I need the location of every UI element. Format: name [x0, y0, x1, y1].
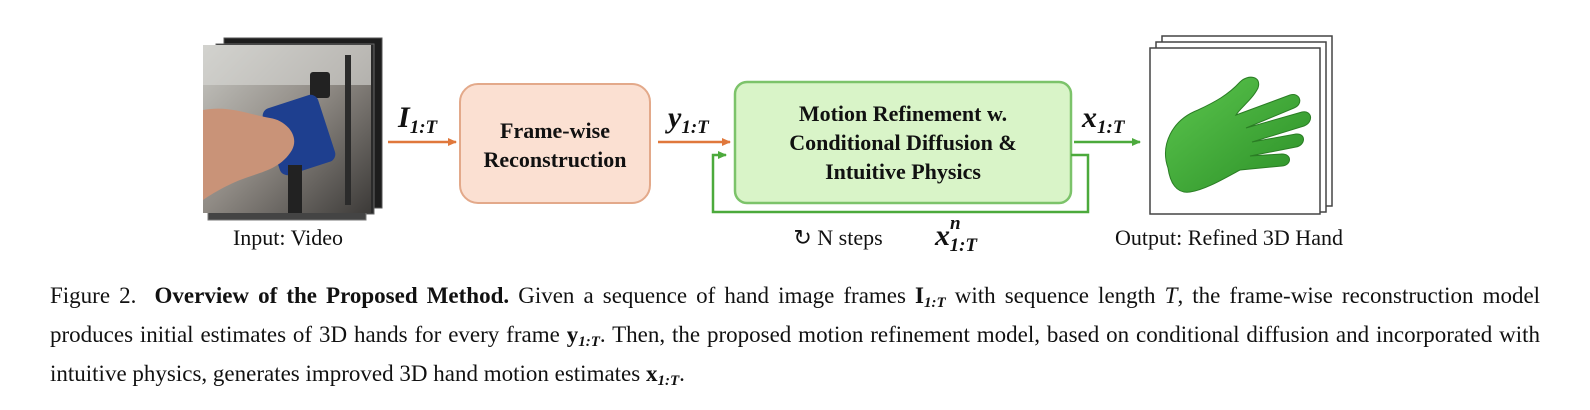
edge-label-recon: y1:T: [665, 101, 710, 138]
method-diagram: Input: Video I1:T Frame-wise Reconstruct…: [203, 35, 1343, 256]
output-label: Output: Refined 3D Hand: [1115, 225, 1343, 250]
refine-line-1: Motion Refinement w.: [799, 101, 1007, 126]
caption-text-5: .: [679, 361, 685, 386]
video-frames-icon: [203, 37, 383, 221]
input-label: Input: Video: [233, 225, 343, 250]
frame-wise-reconstruction-box: Frame-wise Reconstruction: [459, 83, 651, 204]
recon-line-1: Frame-wise: [500, 118, 610, 143]
edge-label-output: x1:T: [1081, 101, 1126, 138]
caption-text-2: with sequence length: [954, 283, 1156, 308]
edge-label-input: I1:T: [397, 101, 439, 138]
math-input-frames: I1:T: [915, 283, 946, 311]
refine-line-2: Conditional Diffusion &: [789, 130, 1016, 155]
figure-caption: Figure 2. Overview of the Proposed Metho…: [50, 280, 1540, 397]
caption-text-4: . Then, the proposed motion refinement m…: [50, 322, 1540, 386]
refine-line-3: Intuitive Physics: [825, 159, 981, 184]
math-seq-length: T: [1164, 283, 1178, 308]
motion-refinement-box: Motion Refinement w. Conditional Diffusi…: [733, 80, 1073, 205]
math-refined-estimates: x1:T: [645, 361, 680, 389]
caption-title: Overview of the Proposed Method.: [154, 283, 510, 308]
figure-number: Figure 2.: [50, 283, 137, 308]
loop-steps-label: ↻ N steps: [793, 225, 882, 250]
caption-text-1: Given a sequence of hand image frames: [518, 283, 906, 308]
caption-text-3: , the frame-wise reconstruction model pr…: [50, 283, 1541, 347]
hand-mesh-icon: [1149, 35, 1333, 215]
recon-line-2: Reconstruction: [484, 147, 627, 172]
refinement-loop-arrow: [711, 151, 1090, 214]
math-initial-estimates: y1:T: [566, 322, 600, 350]
